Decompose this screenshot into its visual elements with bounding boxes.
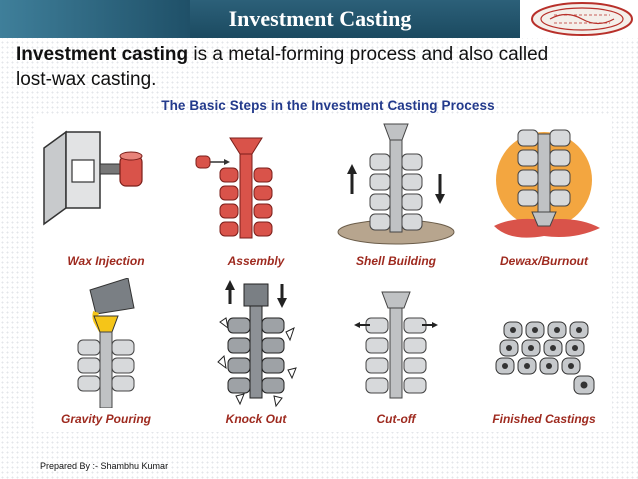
knock-out-illustration xyxy=(217,280,297,408)
step-gravity-pouring: Gravity Pouring xyxy=(36,278,176,428)
title-bar-accent xyxy=(0,0,190,38)
process-figure: Wax Injection Assembly xyxy=(34,114,612,432)
step-dewax-burnout: Dewax/Burnout xyxy=(474,120,614,270)
step-label: Cut-off xyxy=(376,412,416,426)
step-cut-off: Cut-off xyxy=(326,278,466,428)
dewax-burnout-illustration xyxy=(494,129,600,238)
step-wax-injection: Wax Injection xyxy=(36,120,176,270)
step-label: Wax Injection xyxy=(67,254,145,268)
finished-castings-illustration xyxy=(495,321,595,395)
wax-injection-illustration xyxy=(43,130,143,226)
intro-bold-term: Investment casting xyxy=(16,44,189,65)
step-shell-building: Shell Building xyxy=(326,120,466,270)
intro-paragraph: Investment casting is a metal-forming pr… xyxy=(16,42,586,92)
slide-title: Investment Casting xyxy=(228,6,412,31)
step-label: Finished Castings xyxy=(492,412,596,426)
figure-title: The Basic Steps in the Investment Castin… xyxy=(161,98,495,113)
institution-logo xyxy=(520,0,638,38)
step-label: Shell Building xyxy=(356,254,436,268)
step-label: Knock Out xyxy=(225,412,287,426)
wax-tree-assembly-illustration xyxy=(195,137,273,239)
step-label: Dewax/Burnout xyxy=(499,254,588,268)
step-knock-out: Knock Out xyxy=(186,278,326,428)
cut-off-illustration xyxy=(354,291,438,399)
gravity-pouring-illustration xyxy=(77,278,135,408)
step-label: Gravity Pouring xyxy=(60,412,152,426)
intro-text: is a metal-forming process and also call… xyxy=(16,44,549,90)
step-label: Assembly xyxy=(227,254,285,268)
step-assembly: Assembly xyxy=(186,120,326,270)
step-finished-castings: Finished Castings xyxy=(474,278,614,428)
title-bar: Investment Casting xyxy=(0,0,638,38)
footer-credit: Prepared By :- Shambhu Kumar xyxy=(40,461,169,471)
seal-icon xyxy=(531,2,633,36)
shell-building-illustration xyxy=(337,123,455,245)
